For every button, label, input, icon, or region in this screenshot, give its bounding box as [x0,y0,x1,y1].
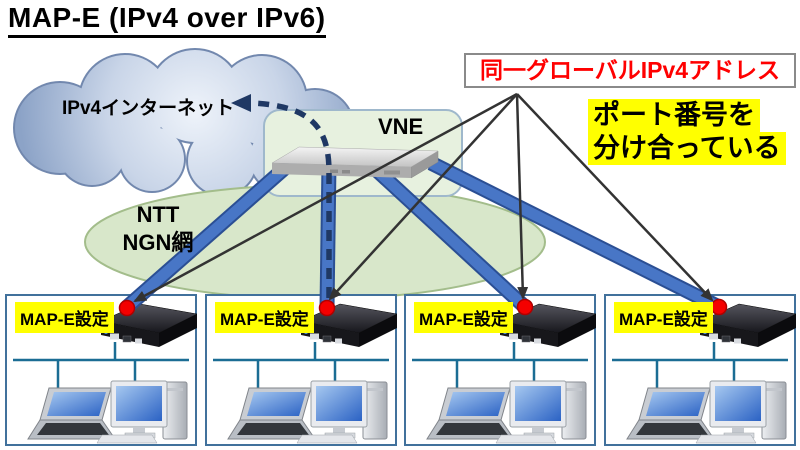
pointer-arrow [515,93,529,300]
vne-label: VNE [378,114,424,139]
ngn-label-line2: NGN網 [122,230,194,255]
global-ip-callout: 同一グローバルIPv4アドレス [464,53,796,88]
site-label-4: MAP-E設定 [614,302,713,333]
tunnel-pipe [122,154,299,313]
port-note-line2: 分け合っている [588,132,786,165]
site-label-2: MAP-E設定 [215,302,314,333]
ngn-label-line1: NTT [136,202,180,227]
page-title: MAP-E (IPv4 over IPv6) [8,2,326,38]
pointer-arrow [516,93,714,302]
ip-pointer-arrows [133,92,714,303]
vne-router-icon [271,146,439,179]
shared-ip-dot [710,298,728,316]
shared-ip-dot [318,299,336,317]
shared-ip-dots [118,298,728,317]
port-sharing-note: ポート番号を 分け合っている [588,99,786,165]
shared-ip-dot [516,298,534,316]
site-label-3: MAP-E設定 [414,302,513,333]
ipv6-tunnel-pipes [122,154,723,314]
pointer-arrow [133,92,518,303]
pointer-arrow [328,93,518,301]
internet-cloud-label: IPv4インターネット [62,98,235,119]
dashed-arrowhead [231,94,251,112]
port-note-line1: ポート番号を [588,99,760,132]
tunnel-pipe [365,159,531,313]
shared-ip-dot [118,299,136,317]
ngn-label: NTT NGN網 [103,201,213,257]
tunnel-pipe [427,156,723,314]
ipv4-tunnel-dashed-arrow [231,94,332,298]
site-label-1: MAP-E設定 [15,302,114,333]
